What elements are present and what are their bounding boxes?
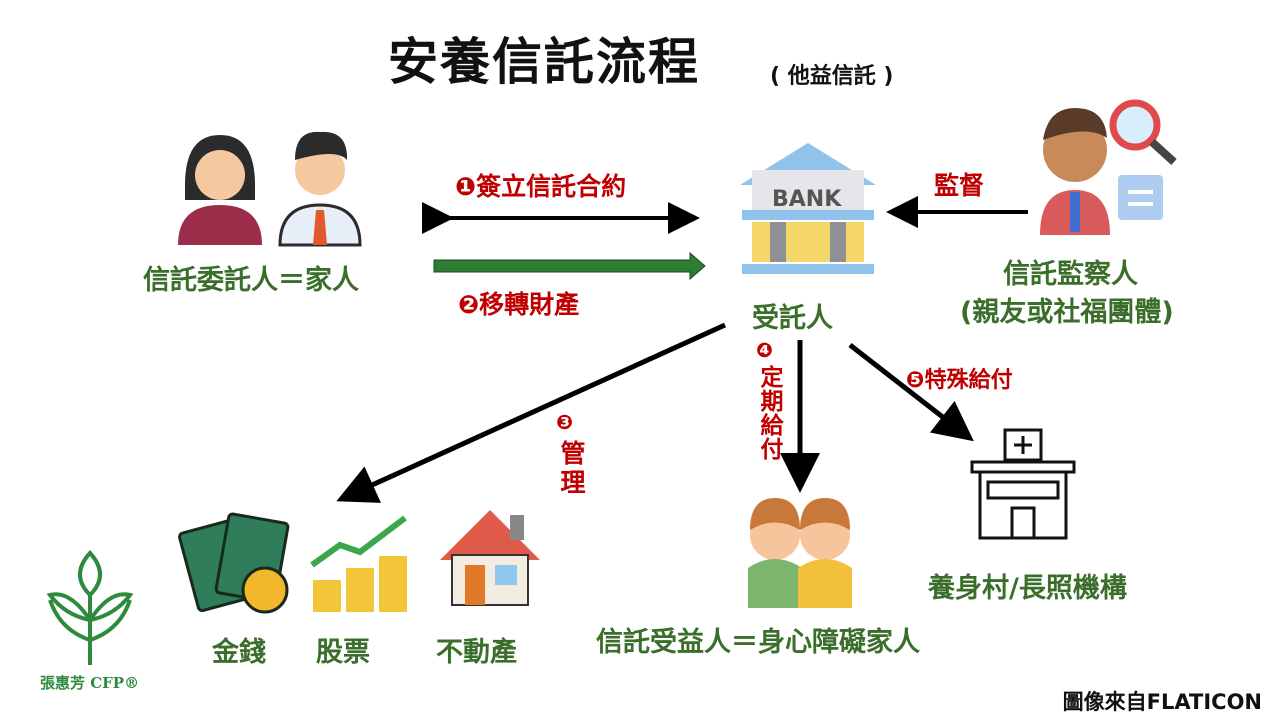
care-facility-icon [970,428,1076,540]
asset-money-label: 金錢 [212,637,266,668]
step4-number: ❹ [756,338,773,362]
supervisor-person-icon [1040,108,1110,235]
beneficiary-label: 信託受益人＝身心障礙家人 [596,627,920,658]
asset-real-estate-label: 不動產 [436,637,517,668]
page-title: 安養信託流程 [388,33,700,91]
logo-text: 張惠芳 CFP® [40,674,140,692]
settlor-woman-icon [178,135,262,245]
step4-periodic-payment: 定期給付 [756,365,782,461]
bank-icon [740,143,876,274]
bank-sign: BANK [772,187,842,212]
special-payment-arrow [848,343,974,442]
stocks-icon [310,515,407,612]
step2-transfer-property: ❷移轉財產 [458,290,580,319]
image-credit: 圖像來自FLATICON [1062,690,1262,714]
settlor-man-icon [278,131,362,247]
document-icon [1118,175,1163,220]
manage-arrow [336,322,727,503]
supervise-label: 監督 [934,171,985,200]
step3-number: ❸ [556,410,573,434]
asset-stocks-label: 股票 [316,637,370,668]
money-icon [178,512,290,614]
logo-leaf-icon [46,550,134,665]
house-icon [440,510,540,606]
step3-manage: 管理 [557,440,586,498]
trustee-label: 受託人 [752,303,833,334]
transfer-arrow [433,251,706,281]
supervisor-sublabel: (親友或社福團體) [960,297,1174,328]
page-subtitle: ( 他益信託 ) [770,64,894,89]
step5-special-payment: ❺特殊給付 [906,368,1013,393]
facility-label: 養身村/長照機構 [928,573,1127,604]
magnifier-icon [1109,99,1177,165]
beneficiary-children-icon [748,498,852,608]
supervisor-label: 信託監察人 [1003,259,1138,290]
settlor-label: 信託委託人＝家人 [143,265,359,296]
step1-sign-contract: ❶簽立信託合約 [455,172,627,201]
